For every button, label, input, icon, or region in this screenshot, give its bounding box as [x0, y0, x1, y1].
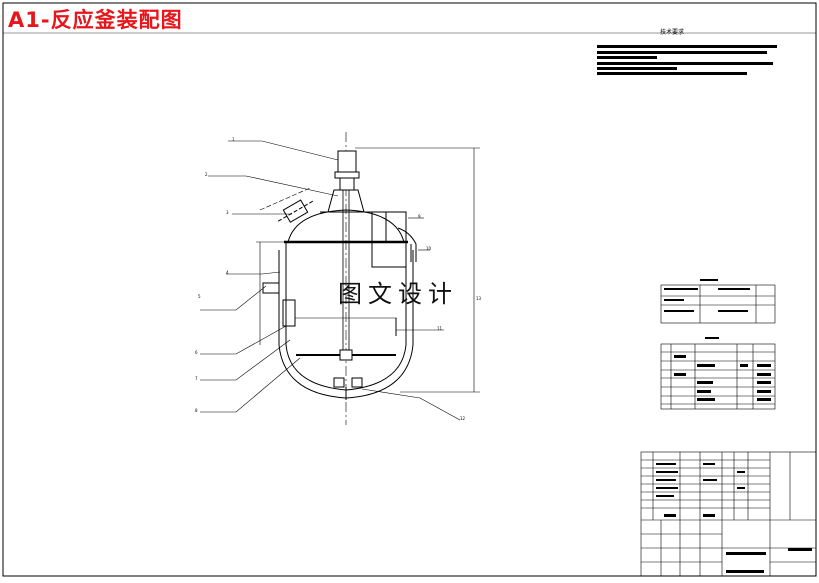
- technical-requirements-text: [597, 45, 777, 75]
- leader-label: 13: [476, 296, 482, 301]
- leader-label: 7: [195, 376, 198, 381]
- leader-label: 5: [198, 294, 201, 299]
- leader-label: 4: [226, 270, 229, 275]
- parts-table: [660, 343, 776, 410]
- reactor-vessel: [259, 132, 417, 425]
- leader-label: 12: [460, 416, 466, 421]
- leader-lines: [200, 140, 461, 421]
- leader-label: 10: [426, 246, 432, 251]
- watermark-text: 图文设计: [338, 280, 458, 308]
- leader-label: 6: [195, 350, 198, 355]
- leader-label: 3: [226, 210, 229, 215]
- title-block: [640, 451, 817, 577]
- drawing-title: A1-反应釜装配图: [8, 8, 183, 32]
- leader-label: 1: [232, 137, 235, 142]
- technical-requirements-heading: 技术要求: [660, 29, 685, 36]
- dimension-lines: [256, 147, 480, 393]
- nozzle-table: [660, 284, 776, 324]
- leader-label: 8: [195, 408, 198, 413]
- leader-label: 9: [418, 214, 421, 219]
- leader-label: 11: [437, 326, 443, 331]
- leader-label: 2: [205, 172, 208, 177]
